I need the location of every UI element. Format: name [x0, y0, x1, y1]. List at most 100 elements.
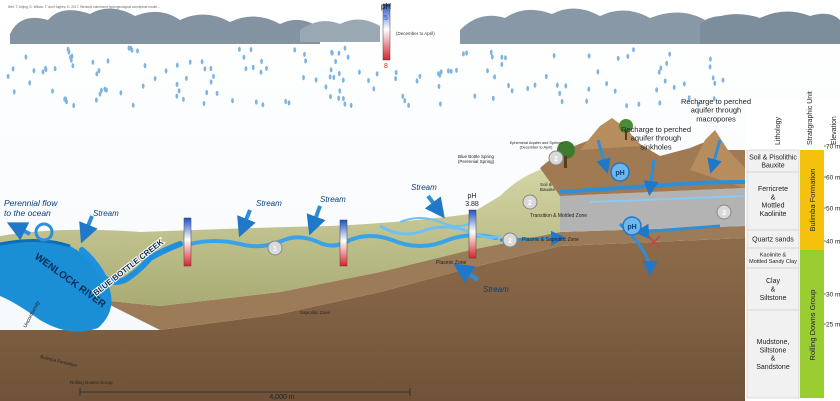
- rain-drop: [626, 53, 630, 60]
- rain-drop: [303, 51, 306, 57]
- rain-drop: [407, 102, 410, 108]
- rain-drop: [98, 91, 102, 97]
- tree-icon: [557, 119, 633, 168]
- rain-drop: [490, 54, 494, 60]
- rain-drop: [261, 102, 265, 108]
- rain-drop: [260, 58, 263, 64]
- stream-label-bottom: Stream: [483, 285, 509, 294]
- rain-drop: [209, 65, 213, 72]
- rain-drop: [212, 73, 215, 79]
- transition-zone-label: Transition & Mottled Zone: [530, 213, 587, 219]
- rain-drop: [182, 96, 185, 102]
- stream-arrow-bottom: [453, 263, 480, 283]
- rain-drop: [242, 54, 246, 60]
- rain-drop: [70, 53, 74, 59]
- rain-drop: [328, 74, 332, 80]
- perennial-flow-arrow: [6, 222, 31, 241]
- rain-drop: [41, 69, 45, 75]
- rain-drop: [473, 93, 477, 99]
- rain-drop: [32, 68, 36, 74]
- rain-drop: [185, 75, 188, 81]
- citation-text: Wet, T. Jeijing, D. Wilson, T. and Hughe…: [8, 5, 160, 9]
- rain-drop: [486, 68, 489, 74]
- rain-drop: [415, 78, 419, 84]
- rain-drop: [91, 59, 95, 65]
- plasmic-zone-label: Plasmic Zone: [436, 260, 467, 266]
- elevation-tick-label: 70 m: [826, 144, 840, 151]
- stream-label-left: Stream: [93, 209, 119, 218]
- rain-drop: [28, 80, 32, 86]
- rain-drop: [439, 101, 442, 107]
- rain-drop: [544, 73, 548, 80]
- rain-drop: [342, 96, 345, 102]
- rain-drop: [337, 70, 341, 77]
- rain-drop: [372, 86, 376, 92]
- ph-scale-label: pH: [381, 2, 391, 11]
- elevation-tick-label: 40 m: [826, 239, 840, 246]
- rain-drop: [683, 81, 686, 87]
- rain-drop: [343, 45, 347, 51]
- blue-bottle-creek: [79, 241, 183, 285]
- rain-drop: [668, 51, 672, 57]
- rain-drop: [143, 63, 147, 69]
- recharge-arrow-sinkhole: [596, 139, 611, 174]
- badges: [267, 150, 732, 256]
- rain-drop: [449, 68, 453, 74]
- rain-drop: [500, 61, 504, 67]
- rain-drop: [721, 77, 725, 83]
- rain-drop: [637, 101, 641, 107]
- badge-2-spring: 2: [528, 200, 532, 207]
- stream-arrow-mid2: [306, 205, 326, 236]
- ph-scale-bar: [382, 3, 391, 61]
- rain-drop: [560, 99, 564, 105]
- rain-drop: [596, 69, 600, 75]
- rain-drop: [103, 86, 107, 92]
- rain-drop: [564, 83, 568, 89]
- rain-drop: [238, 46, 241, 52]
- ph-bar-mid: [339, 219, 348, 267]
- rolling-downs-layer: [0, 238, 745, 401]
- rain-drop: [659, 65, 663, 71]
- rain-drop: [209, 79, 213, 85]
- ph-bar-creek: [183, 217, 192, 267]
- stream-label-right: Stream: [411, 183, 437, 192]
- rain-drop: [177, 88, 181, 94]
- recharge-arrow-center: [643, 159, 659, 196]
- rain-drop: [131, 102, 135, 108]
- rain-drop: [72, 102, 76, 109]
- rain-drop: [462, 51, 465, 57]
- ph-badge-upper: pH: [615, 170, 624, 177]
- rain-drop: [358, 69, 361, 75]
- rain-drop: [394, 76, 397, 82]
- rain-drop: [500, 54, 504, 60]
- ph-scale-bottom: 8: [384, 63, 388, 70]
- rain-drop: [265, 65, 268, 71]
- rain-drop: [507, 82, 510, 89]
- rain-drop: [332, 74, 336, 80]
- rain-drop: [329, 67, 333, 73]
- rain-drop: [552, 53, 556, 59]
- rain-drop: [338, 88, 342, 94]
- stream-arrow-left: [79, 215, 98, 244]
- soil-bauxite-small-label: Soil &Bauxite: [540, 182, 556, 192]
- rain-drop: [284, 98, 288, 105]
- rain-drop: [324, 84, 328, 90]
- rain-drop: [12, 89, 16, 95]
- rain-drop: [97, 68, 101, 74]
- rain-drop: [231, 98, 234, 104]
- rain-drop: [6, 73, 10, 79]
- wenlock-river-water: [0, 240, 112, 332]
- recharge-arrow-macropore: [707, 139, 722, 174]
- rain-drop: [504, 55, 507, 61]
- rain-drop: [526, 85, 530, 92]
- stream-arrow-mid1: [237, 209, 256, 238]
- rolling-downs-band: [800, 250, 824, 398]
- lateral-flow-arrow: [634, 223, 721, 239]
- rain-drop: [254, 99, 258, 105]
- elevation-tick-label: 30 m: [826, 292, 840, 299]
- rain-drop: [175, 62, 179, 68]
- rain-drop: [346, 54, 350, 60]
